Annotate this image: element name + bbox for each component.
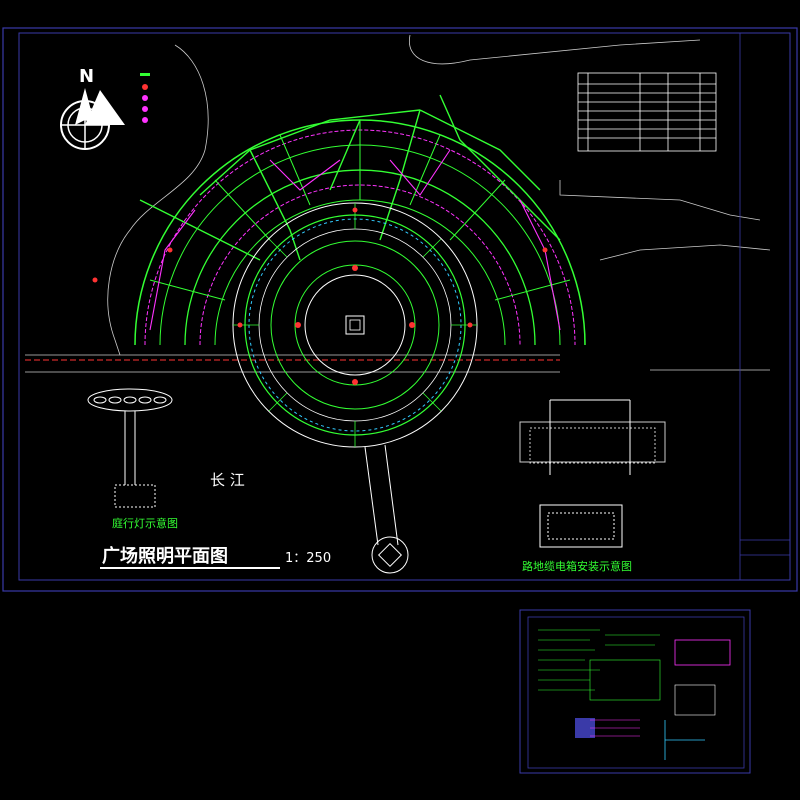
ring-spokes [233, 203, 477, 447]
fountain-center-icon [345, 315, 365, 335]
legend-symbols [140, 73, 150, 123]
main-title: 广场照明平面图 [102, 545, 228, 567]
north-arrow-icon [60, 88, 125, 150]
equipment-table [577, 72, 717, 152]
plaza-radial-lines [149, 120, 571, 301]
cable-box-detail [519, 399, 666, 548]
south-pier [364, 444, 409, 574]
lamp-detail-title: 庭行灯示意图 [112, 516, 178, 530]
main-sheet-frame [2, 27, 798, 592]
title-block-strip [739, 33, 790, 580]
river-label: 长 江 [210, 471, 245, 489]
title-scale: 1：250 [285, 551, 331, 566]
inset-sheet-thumbnail [519, 609, 751, 774]
north-label: N [79, 66, 94, 87]
cable-detail-title: 路地缆电箱安装示意图 [522, 559, 632, 573]
lamp-symbol-icon [92, 207, 548, 385]
lamp-detail-drawing [87, 388, 173, 508]
